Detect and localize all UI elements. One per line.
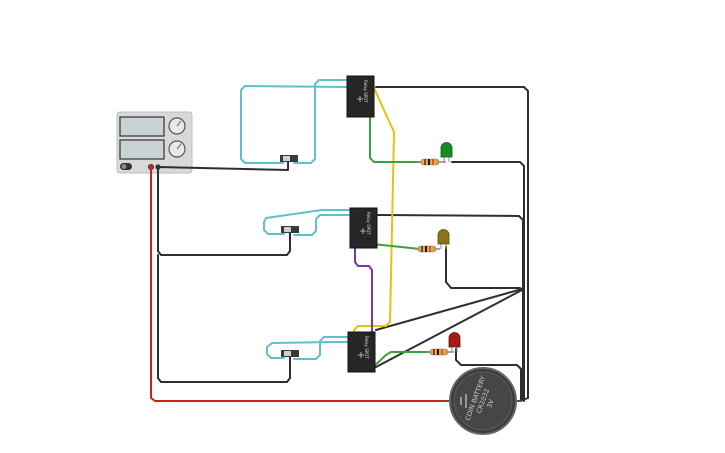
- red-wire[interactable]: [150, 166, 449, 402]
- battery-label-line3: 3V: [485, 398, 496, 409]
- relay-middle[interactable]: Relay SPDT: [349, 207, 378, 249]
- led-red[interactable]: [448, 332, 461, 353]
- yellow-wire[interactable]: [353, 87, 395, 333]
- slide-switch-bottom[interactable]: [281, 350, 299, 357]
- power-supply[interactable]: [116, 111, 193, 174]
- relay-label: Relay SPDT: [366, 212, 371, 235]
- black-wires[interactable]: [157, 86, 529, 402]
- led-yellow[interactable]: [437, 229, 450, 249]
- slide-switch-top[interactable]: [280, 155, 298, 162]
- resistor-top[interactable]: [416, 158, 446, 166]
- relay-label: Relay SPDT: [364, 336, 369, 359]
- green-wire-bottom[interactable]: [371, 351, 431, 369]
- coin-battery[interactable]: COIN BATTERY CR2032 3V: [446, 367, 522, 435]
- green-wire-top[interactable]: [369, 116, 422, 163]
- led-green[interactable]: [440, 142, 453, 163]
- green-wire-middle[interactable]: [372, 243, 421, 250]
- cyan-wires[interactable]: [240, 79, 351, 360]
- slide-switch-middle[interactable]: [281, 226, 299, 233]
- resistor-bottom[interactable]: [426, 348, 454, 356]
- resistor-middle[interactable]: [414, 245, 440, 253]
- relay-label: Relay SPDT: [363, 80, 368, 103]
- purple-wire[interactable]: [354, 246, 373, 333]
- relay-top[interactable]: Relay SPDT: [346, 75, 375, 118]
- relay-bottom[interactable]: Relay SPDT: [347, 331, 376, 373]
